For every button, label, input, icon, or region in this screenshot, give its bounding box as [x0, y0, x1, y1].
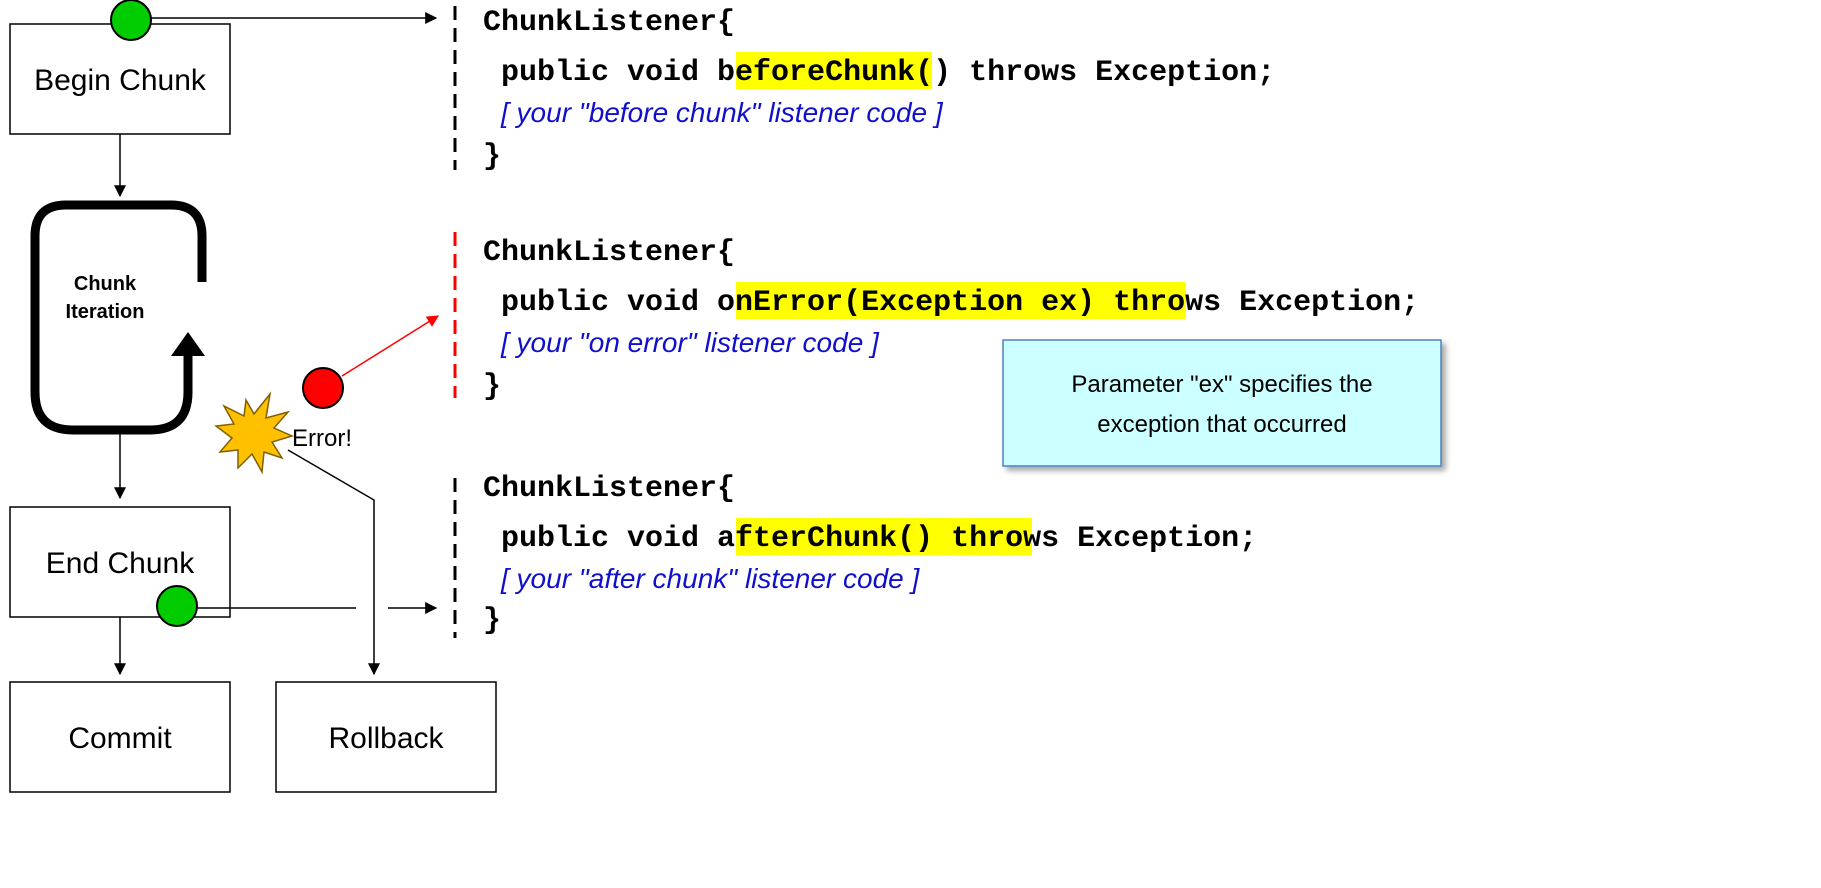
loop-label-line1: Chunk — [74, 273, 137, 295]
arrow-error-to-rollback — [287, 449, 380, 676]
listener-comment: [ your "on error" listener code ] — [500, 327, 880, 358]
begin-chunk-label: Begin Chunk — [34, 64, 207, 97]
method-signature: public void beforeChunk() throws Excepti… — [501, 56, 1275, 90]
error-burst-icon — [214, 391, 295, 475]
error-label: Error! — [292, 425, 352, 452]
method-suffix: throws Exception; — [951, 56, 1275, 90]
chunk-iteration-loop: Chunk Iteration — [30, 200, 207, 435]
commit-label: Commit — [68, 722, 172, 755]
method-signature: public void afterChunk() throws Exceptio… — [501, 522, 1257, 556]
listener-before-chunk: ChunkListener{ public void beforeChunk()… — [483, 6, 1275, 174]
commit-box: Commit — [9, 681, 231, 793]
listener-open: ChunkListener{ — [483, 472, 735, 506]
method-name: beforeChunk() — [717, 56, 951, 90]
after-chunk-event-icon — [156, 585, 198, 627]
method-suffix: throws Exception; — [933, 522, 1257, 556]
listener-close: } — [483, 604, 501, 638]
on-error-event-icon — [302, 367, 344, 409]
method-prefix: public void — [501, 56, 717, 90]
end-chunk-label: End Chunk — [46, 547, 195, 580]
method-prefix: public void — [501, 522, 717, 556]
begin-chunk-box: Begin Chunk — [9, 23, 231, 135]
before-chunk-event-icon — [110, 0, 152, 41]
end-chunk-box: End Chunk — [9, 506, 231, 618]
loop-arrowhead — [171, 332, 205, 356]
listener-close: } — [483, 140, 501, 174]
callout-line-2: exception that occurred — [1097, 411, 1346, 438]
listener-close: } — [483, 370, 501, 404]
method-highlight — [736, 282, 1186, 319]
rollback-label: Rollback — [328, 722, 444, 755]
rollback-box: Rollback — [275, 681, 497, 793]
arrow-on-error-event — [341, 315, 440, 377]
method-prefix: public void — [501, 286, 717, 320]
loop-label-line2: Iteration — [66, 301, 145, 323]
method-signature: public void onError(Exception ex) throws… — [501, 286, 1419, 320]
parameter-callout: Parameter "ex" specifies the exception t… — [1002, 339, 1442, 467]
method-suffix: throws Exception; — [1095, 286, 1419, 320]
callout-line-1: Parameter "ex" specifies the — [1071, 371, 1372, 398]
listener-comment: [ your "before chunk" listener code ] — [500, 97, 944, 128]
method-name: afterChunk() — [717, 522, 933, 556]
listener-open: ChunkListener{ — [483, 236, 735, 270]
listener-on-error: ChunkListener{ public void onError(Excep… — [483, 236, 1419, 404]
method-name: onError(Exception ex) — [717, 286, 1095, 320]
listener-after-chunk: ChunkListener{ public void afterChunk() … — [483, 472, 1257, 638]
method-highlight — [736, 52, 932, 89]
method-highlight — [736, 518, 1032, 555]
listener-open: ChunkListener{ — [483, 6, 735, 40]
listener-comment: [ your "after chunk" listener code ] — [500, 563, 921, 594]
